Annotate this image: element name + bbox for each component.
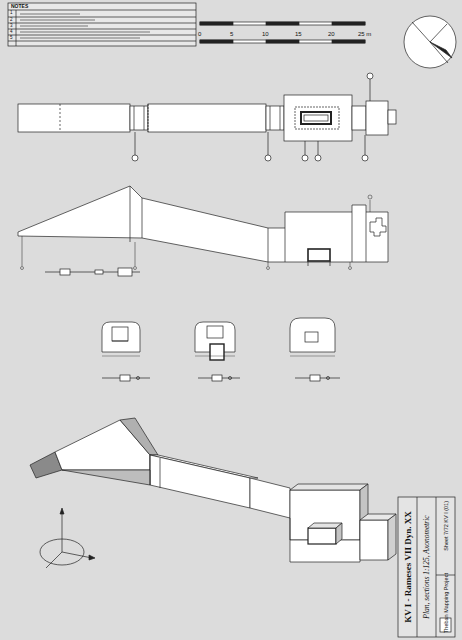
- notes-heading: NOTES: [11, 4, 28, 9]
- title-row: KV I - Rameses VII Dyn. XX: [398, 497, 417, 637]
- title-row: Plan, sections 1:125, Axonometric: [417, 497, 436, 637]
- scale-number: 25 m: [358, 31, 371, 37]
- project-logo-text: Theban Mapping Project: [443, 573, 449, 633]
- title-row: Theban Mapping Project Sheet 7/72 KV I (0…: [436, 497, 455, 637]
- title-rotator: KV I - Rameses VII Dyn. XX Plan, sections…: [398, 497, 455, 637]
- note-number: 2: [10, 18, 13, 23]
- note-number: 4: [10, 30, 13, 35]
- note-number: 3: [10, 24, 13, 29]
- tomb-title: KV I - Rameses VII Dyn. XX: [403, 511, 413, 622]
- scale-number: 0: [198, 31, 201, 37]
- note-number: 5: [10, 36, 13, 41]
- scale-number: 15: [295, 31, 302, 37]
- title-block: KV I - Rameses VII Dyn. XX Plan, sections…: [398, 497, 455, 637]
- sheet-subtitle: Plan, sections 1:125, Axonometric: [422, 515, 431, 618]
- note-number: 1: [10, 11, 13, 16]
- scale-number: 10: [262, 31, 269, 37]
- sheet-number: Sheet 7/72 KV I (01): [443, 501, 449, 551]
- scale-number: 5: [230, 31, 233, 37]
- scale-number: 20: [328, 31, 335, 37]
